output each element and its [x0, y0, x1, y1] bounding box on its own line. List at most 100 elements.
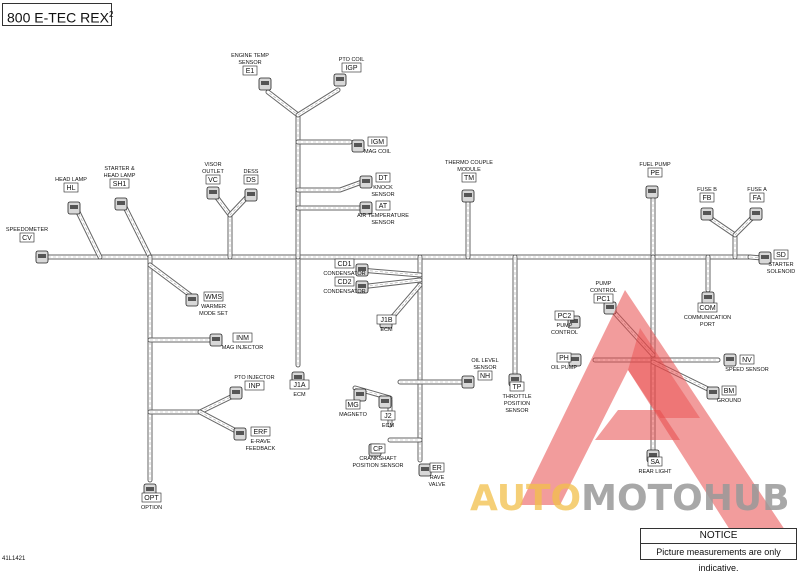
code-box-e1: E1 [242, 65, 258, 76]
label-line: WARMER [201, 304, 226, 310]
connector-pe-icon [645, 185, 659, 199]
code-text: FB [703, 195, 712, 202]
code-box-bm: BM [721, 385, 737, 396]
code-box-wms: WMS [203, 291, 224, 302]
label-sa: REAR LIGHT [638, 469, 672, 475]
connector-fa-icon [749, 207, 763, 221]
code-text: COM [699, 305, 716, 312]
code-text: WMS [205, 294, 222, 301]
label-line: FEEDBACK [246, 446, 276, 452]
label-line: OIL PUMP [551, 365, 577, 371]
code-text: DS [246, 177, 256, 184]
code-text: PH [559, 355, 569, 362]
warmer-branch-dash [149, 264, 191, 296]
code-box-cd1: CD1 [334, 258, 355, 269]
fuse-a-branch-dash [734, 217, 753, 236]
label-line: HEAD LAMP [104, 173, 136, 179]
label-j1a: ECM [293, 392, 306, 398]
code-box-inp: INP [244, 380, 265, 391]
label-line: THROTTLE [502, 394, 531, 400]
label-line: PTO INJECTOR [234, 375, 274, 381]
code-text: VC [208, 177, 218, 184]
engine-temp-branch [265, 89, 301, 260]
code-text: INP [249, 383, 261, 390]
connector-sh1-icon [114, 197, 128, 211]
label-line: MAG COIL [364, 149, 391, 155]
code-box-fa: FA [749, 192, 765, 203]
label-bm: GROUND [717, 398, 741, 404]
figure-id: 41L1421 [2, 556, 26, 562]
label-line: CONDENSATOR [323, 289, 365, 295]
label-line: SPEEDOMETER [6, 227, 48, 233]
code-box-nv: NV [739, 354, 755, 365]
label-line: PUMP [557, 323, 573, 329]
label-line: SENSOR [473, 365, 496, 371]
connector-ds-icon [244, 188, 258, 202]
label-line: MAGNETO [339, 412, 367, 418]
connector-inm-icon [209, 333, 223, 347]
code-box-erf: ERF [250, 426, 271, 437]
code-text: PC1 [597, 296, 611, 303]
engine-temp-branch-dash [267, 91, 299, 257]
label-line: VALVE [429, 482, 446, 488]
code-box-er: ER [429, 462, 445, 473]
code-box-ds: DS [243, 174, 259, 185]
connectors [35, 73, 772, 497]
label-line: ECM [293, 392, 306, 398]
code-box-tm: TM [461, 172, 477, 183]
code-text: SA [650, 459, 660, 466]
knock-branch-dash [298, 181, 363, 191]
code-box-j1a: J1A [289, 379, 310, 390]
label-line: E-RAVE [250, 439, 270, 445]
code-text: INM [236, 335, 249, 342]
code-text: E1 [246, 68, 255, 75]
code-text: MG [347, 402, 358, 409]
code-text: CD1 [337, 261, 351, 268]
harness-wires [35, 87, 765, 483]
code-box-j1b: J1B [376, 314, 397, 325]
label-cd2: CONDENSATOR [323, 289, 365, 295]
code-box-pc2: PC2 [554, 310, 575, 321]
connector-at-icon [359, 201, 373, 215]
label-line: SOLENOID [767, 269, 795, 275]
code-text: NV [742, 357, 752, 364]
code-box-vc: VC [205, 174, 221, 185]
code-box-hl: HL [63, 182, 79, 193]
label-line: RAVE [430, 475, 445, 481]
connector-hl-icon [67, 201, 81, 215]
code-box-sd: SD [773, 249, 789, 260]
notice-heading: NOTICE [641, 529, 796, 544]
connector-cv-icon [35, 250, 49, 264]
label-cd1: CONDENSATOR [323, 271, 365, 277]
label-sh1: STARTER &HEAD LAMP [104, 166, 136, 179]
code-box-j2: J2 [380, 410, 396, 421]
j1b-branch-dash [389, 284, 421, 321]
code-text: TP [513, 384, 522, 391]
code-text: AT [379, 203, 388, 210]
connector-tm-icon [461, 189, 475, 203]
connector-vc-icon [206, 186, 220, 200]
label-line: POSITION SENSOR [352, 463, 403, 469]
code-box-sa: SA [647, 456, 663, 467]
page-title: 800 E-TEC REX2 [2, 3, 113, 26]
label-mg: MAGNETO [339, 412, 367, 418]
connector-erf-icon [233, 427, 247, 441]
connector-mg-icon [353, 388, 367, 402]
code-text: J1A [293, 382, 305, 389]
label-line: POSITION [504, 401, 530, 407]
label-line: MAG INJECTOR [222, 345, 263, 351]
label-line: GROUND [717, 398, 741, 404]
code-box-fb: FB [699, 192, 715, 203]
label-line: HEAD LAMP [55, 177, 87, 183]
connector-wms-icon [185, 293, 199, 307]
code-box-dt: DT [375, 172, 391, 183]
label-nv: SPEED SENSOR [725, 367, 768, 373]
code-box-pc1: PC1 [593, 293, 614, 304]
code-box-pe: PE [647, 167, 663, 178]
erave-branch-dash [199, 411, 239, 433]
